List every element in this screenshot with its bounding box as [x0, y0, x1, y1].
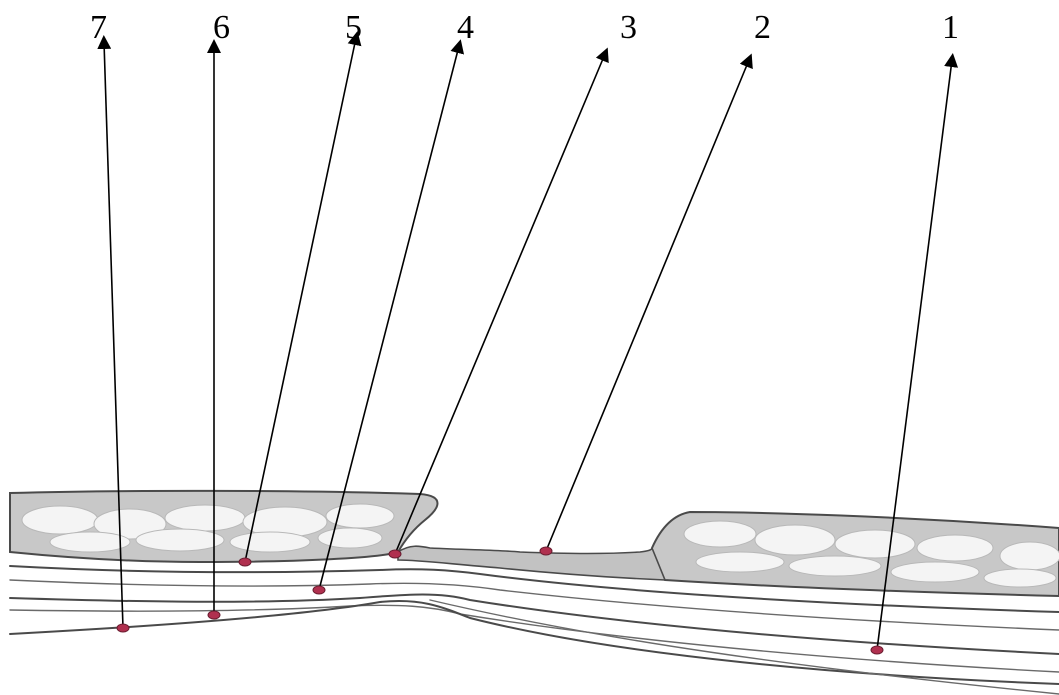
marker-3 [389, 550, 401, 558]
marker-2 [540, 547, 552, 555]
marker-4 [313, 586, 325, 594]
callout-label-2: 2 [754, 9, 771, 46]
leader-line-3 [395, 54, 605, 554]
leader-line-2 [546, 60, 749, 551]
callout-label-1: 1 [942, 9, 959, 46]
callout-label-5: 5 [345, 9, 362, 46]
central-thin-zone [398, 546, 665, 580]
marker-1 [871, 646, 883, 654]
marker-5 [239, 558, 251, 566]
marker-6 [208, 611, 220, 619]
callout-label-7: 7 [90, 9, 107, 46]
callout-label-6: 6 [213, 9, 230, 46]
callout-label-4: 4 [457, 9, 474, 46]
callout-labels: 1 2 3 4 5 6 7 [90, 9, 959, 46]
callout-label-3: 3 [620, 9, 637, 46]
marker-7 [117, 624, 129, 632]
leader-line-5 [245, 38, 356, 562]
tissue-section [10, 491, 1059, 694]
